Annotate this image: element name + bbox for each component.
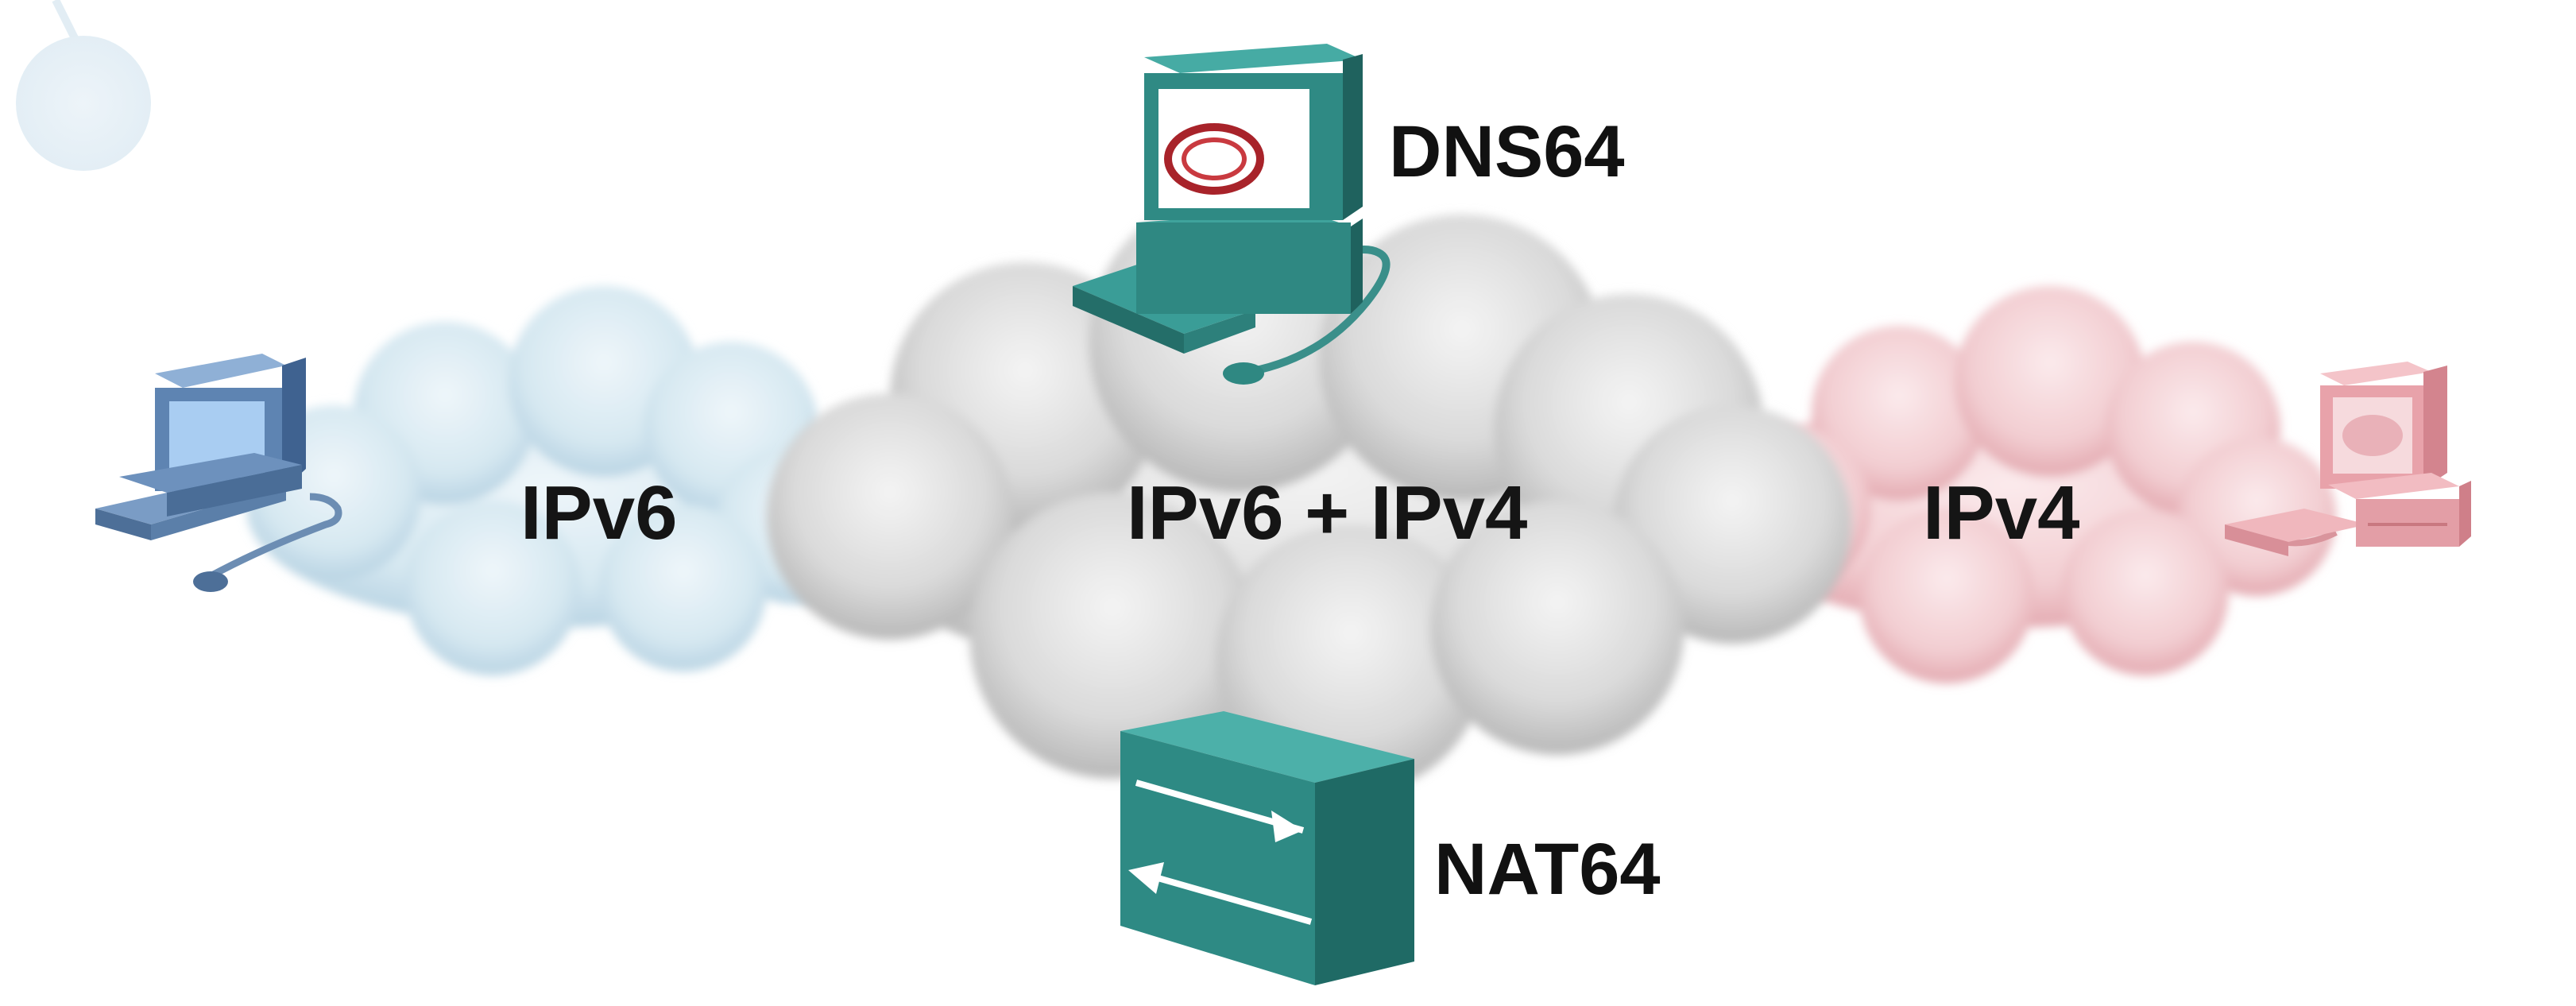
- dns64-label: DNS64: [1389, 111, 1625, 192]
- ipv4-host-computer-icon: [2225, 362, 2471, 556]
- decorative-disc: [16, 0, 151, 171]
- dns64-server-icon: [1073, 44, 1390, 385]
- ipv6-host-computer-icon: [95, 354, 342, 592]
- ipv6-cloud-label: IPv6: [520, 470, 678, 555]
- dual-stack-cloud-label: IPv6 + IPv4: [1127, 470, 1528, 555]
- nat64-translator-icon: [1120, 711, 1414, 985]
- ipv4-cloud-label: IPv4: [1923, 470, 2080, 555]
- nat64-label: NAT64: [1434, 829, 1661, 910]
